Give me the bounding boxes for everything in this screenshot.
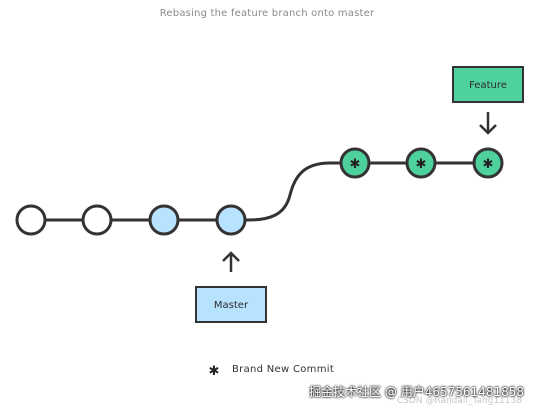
watermark-secondary: CSDN @Randall_Tang11138 xyxy=(396,396,522,406)
watermark-primary: 掘金技术社区 @ 用户4657561481858 xyxy=(309,385,524,399)
feature-branch-line xyxy=(247,161,488,222)
commit-node xyxy=(15,204,47,236)
star-icon: ✱ xyxy=(483,157,494,172)
legend-star-icon: ✱ xyxy=(209,364,220,379)
feature-label: Feature xyxy=(452,66,524,103)
star-icon: ✱ xyxy=(350,157,361,172)
svg-text:Master: Master xyxy=(214,300,249,311)
master-commit-node xyxy=(148,204,180,236)
svg-text:Feature: Feature xyxy=(469,80,507,91)
arrow-up-icon xyxy=(222,251,240,272)
star-icon: ✱ xyxy=(416,157,427,172)
legend-label: Brand New Commit xyxy=(232,364,335,375)
master-commit-node xyxy=(215,204,247,236)
diagram-caption: Rebasing the feature branch onto master xyxy=(159,8,375,19)
master-label: Master xyxy=(195,286,267,323)
new-commit-node: ✱ xyxy=(405,147,437,179)
new-commit-node: ✱ xyxy=(339,147,371,179)
commit-node xyxy=(81,204,113,236)
arrow-down-icon xyxy=(479,112,497,135)
new-commit-node: ✱ xyxy=(472,147,504,179)
